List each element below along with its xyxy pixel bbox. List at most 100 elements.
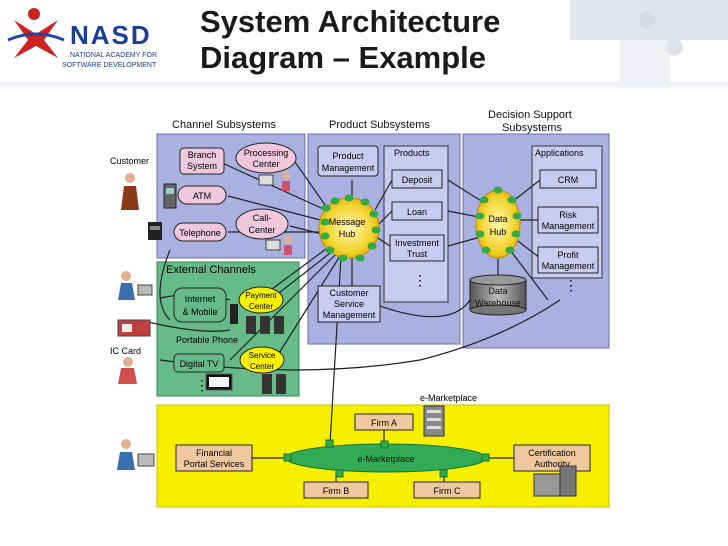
- svg-text:Customer: Customer: [329, 288, 368, 298]
- svg-text:Telephone: Telephone: [179, 228, 221, 238]
- call-center-agent-icon: [265, 236, 292, 255]
- loan-node: Loan: [391, 201, 443, 221]
- risk-management-node: Risk Management: [537, 206, 599, 234]
- logo-graphic: NASD NATIONAL ACADEMY FOR SOFTWARE DEVEL…: [0, 0, 200, 82]
- message-hub-ports: [320, 194, 381, 262]
- svg-text:Management: Management: [322, 163, 375, 173]
- svg-text:Trust: Trust: [407, 249, 428, 259]
- header-divider: [0, 82, 728, 92]
- emarketplace-building-icon: [423, 405, 445, 437]
- svg-text:Service: Service: [249, 351, 276, 360]
- svg-text:Hub: Hub: [490, 227, 507, 237]
- certification-building-icon: [533, 465, 577, 497]
- svg-text:Warehouse: Warehouse: [475, 298, 521, 308]
- digital-tv-node: Digital TV: [173, 353, 225, 373]
- svg-text:Message: Message: [329, 217, 366, 227]
- title-line-1: System Architecture: [200, 4, 501, 39]
- svg-text:Center: Center: [250, 362, 274, 371]
- section-decision-label-1: Decision Support: [488, 109, 572, 121]
- svg-text:Data: Data: [488, 214, 507, 224]
- svg-text:Authority: Authority: [534, 459, 570, 469]
- svg-text:CRM: CRM: [558, 175, 579, 185]
- section-channel-label: Channel Subsystems: [172, 119, 276, 131]
- logo-subtitle-line1: NATIONAL ACADEMY FOR: [70, 52, 157, 59]
- products-label: Products: [394, 148, 430, 158]
- portable-phone-icon: [230, 304, 284, 334]
- customer-person-icon: [121, 173, 139, 210]
- portable-phone-label: Portable Phone: [176, 335, 238, 345]
- title-line-2: Diagram – Example: [200, 40, 487, 75]
- svg-text:Risk: Risk: [559, 210, 577, 220]
- section-product-label: Product Subsystems: [329, 119, 430, 131]
- data-warehouse-node: Data Warehouse: [469, 274, 527, 316]
- connection-lines: [139, 161, 561, 445]
- firm-a-node: Firm A: [354, 413, 414, 431]
- product-management-node: Product Management: [317, 145, 379, 177]
- svg-text:Payment: Payment: [245, 291, 277, 300]
- emarketplace-ports: [283, 439, 490, 478]
- svg-text:System: System: [187, 161, 217, 171]
- profit-management-node: Profit Management: [537, 246, 599, 274]
- svg-text:Management: Management: [542, 261, 595, 271]
- nasd-logo: NASD NATIONAL ACADEMY FOR SOFTWARE DEVEL…: [0, 0, 200, 82]
- svg-text:Firm A: Firm A: [371, 418, 397, 428]
- svg-text:Center: Center: [252, 159, 279, 169]
- message-hub: Message Hub: [318, 197, 380, 259]
- svg-text:Product: Product: [332, 151, 364, 161]
- svg-text:Service: Service: [334, 299, 364, 309]
- call-center-node: Call- Center: [235, 208, 289, 240]
- svg-text:Hub: Hub: [339, 229, 356, 239]
- service-center-node: Service Center: [239, 346, 285, 374]
- applications-ellipsis: ⋮: [564, 277, 578, 293]
- svg-text:& Mobile: & Mobile: [182, 307, 217, 317]
- ic-card-label: IC Card: [110, 346, 141, 356]
- puzzle-decoration-icon: [570, 0, 728, 82]
- emarketplace-label: e-Marketplace: [420, 393, 477, 403]
- logo-figure-icon: [7, 8, 65, 58]
- svg-text:Investment: Investment: [395, 238, 440, 248]
- logo-subtitle-line2: SOFTWARE DEVELOPMENT: [62, 62, 157, 69]
- svg-text:Financial: Financial: [196, 448, 232, 458]
- service-kiosk-icon: [262, 374, 286, 394]
- svg-text:Center: Center: [249, 302, 273, 311]
- applications-label: Applications: [535, 148, 584, 158]
- svg-text:Certification: Certification: [528, 448, 576, 458]
- svg-text:ATM: ATM: [193, 191, 211, 201]
- internet-user-icon: [118, 271, 153, 300]
- customer-service-node: Customer Service Management: [317, 285, 381, 323]
- deposit-node: Deposit: [391, 169, 443, 189]
- certification-authority-node: Certification Authority: [513, 444, 591, 472]
- svg-text:Data: Data: [488, 286, 507, 296]
- section-decision-label-2: Subsystems: [502, 122, 562, 134]
- svg-text:Branch: Branch: [188, 150, 217, 160]
- products-ellipsis: ⋮: [413, 272, 427, 288]
- svg-text:Call-: Call-: [253, 213, 272, 223]
- logo-text: NASD: [70, 20, 152, 50]
- svg-text:Processing: Processing: [244, 148, 289, 158]
- svg-text:Deposit: Deposit: [402, 175, 433, 185]
- svg-text:Portal Services: Portal Services: [184, 459, 245, 469]
- telephone-node: Telephone: [173, 222, 227, 242]
- svg-text:Loan: Loan: [407, 207, 427, 217]
- tv-monitor-icon: [205, 373, 233, 391]
- svg-text:Internet: Internet: [185, 294, 216, 304]
- tv-viewer-icon: [118, 357, 137, 384]
- investment-trust-node: Investment Trust: [389, 234, 445, 262]
- svg-text:e-Marketplace: e-Marketplace: [357, 454, 414, 464]
- svg-text:Center: Center: [248, 225, 275, 235]
- payment-center-node: Payment Center: [238, 286, 284, 314]
- svg-text:Digital TV: Digital TV: [180, 359, 219, 369]
- telephone-icon: [148, 222, 162, 240]
- processing-center-node: Processing Center: [235, 142, 297, 174]
- atm-node: ATM: [177, 185, 227, 205]
- data-hub-ports: [475, 186, 522, 254]
- svg-text:Management: Management: [542, 221, 595, 231]
- atm-machine-icon: [163, 183, 177, 209]
- internet-mobile-node: Internet & Mobile: [173, 287, 227, 323]
- customer-label: Customer: [110, 156, 149, 166]
- svg-text:Firm C: Firm C: [434, 486, 461, 496]
- computer-user-icon: [258, 172, 290, 191]
- branch-system-node: Branch System: [179, 147, 225, 175]
